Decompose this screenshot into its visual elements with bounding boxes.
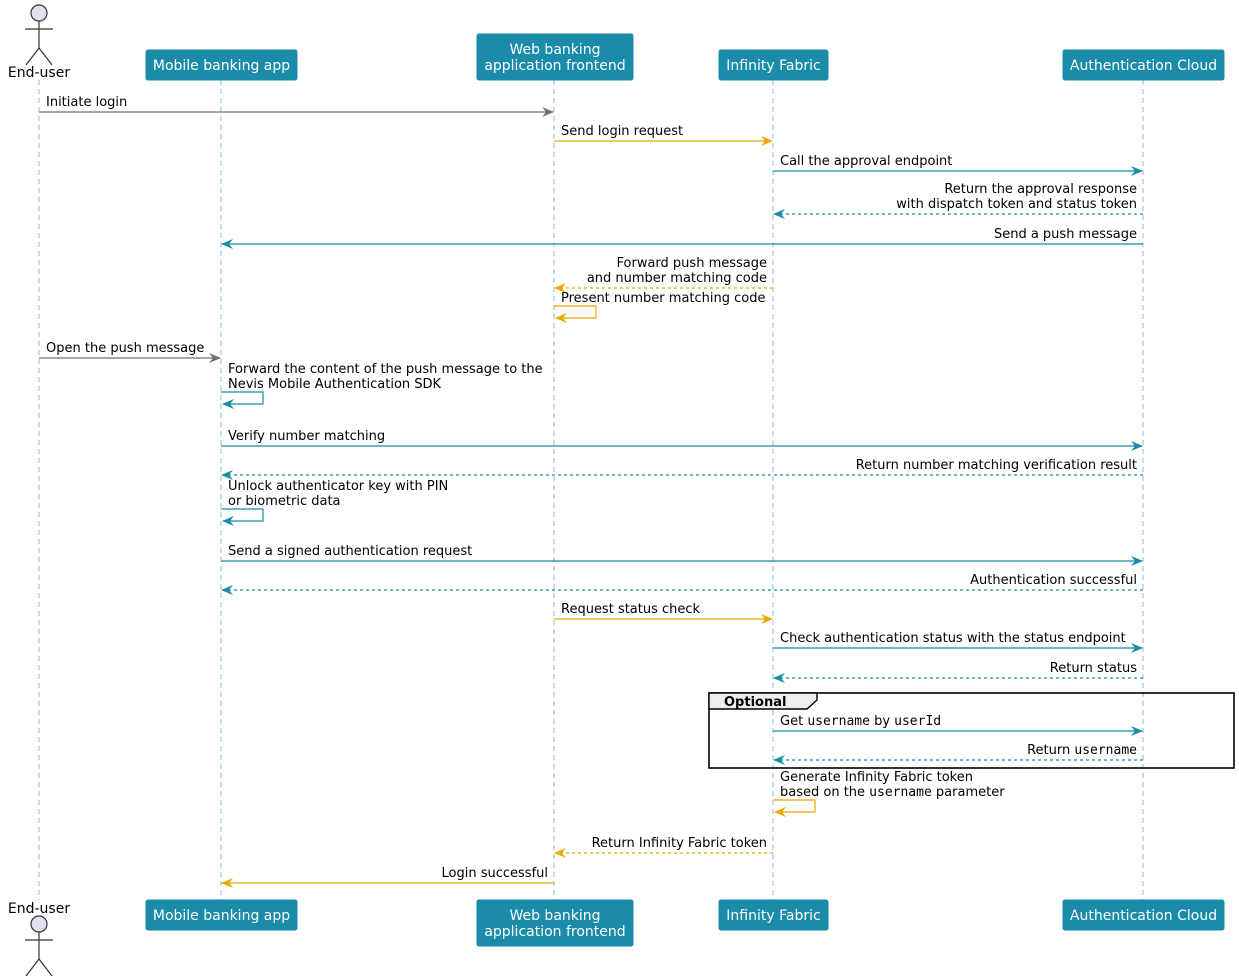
message-label: Generate Infinity Fabric token (780, 770, 973, 785)
message-label: Return username (1027, 743, 1137, 758)
actor-figure-icon (25, 4, 53, 66)
message-label: Forward push message (617, 256, 767, 271)
message-1: Initiate login (39, 95, 554, 117)
message-9: Forward the content of the push message … (221, 362, 543, 409)
participant-box (718, 49, 829, 81)
message-label: Return the approval response (944, 182, 1137, 197)
message-arrow (221, 508, 264, 526)
message-arrow (773, 799, 816, 817)
message-15: Request status check (554, 602, 773, 624)
message-label: Present number matching code (561, 291, 765, 306)
message-label: Unlock authenticator key with PIN (228, 479, 448, 494)
message-arrow (554, 305, 597, 323)
message-label: Check authentication status with the sta… (780, 631, 1126, 646)
message-label: Nevis Mobile Authentication SDK (228, 377, 442, 392)
message-13: Send a signed authentication request (221, 544, 1143, 566)
optional-group-frame: Optional (708, 692, 1235, 769)
message-22: Login successful (221, 866, 554, 888)
participant-user-bottom: End-user (8, 901, 70, 977)
message-label: Get username by userId (780, 714, 941, 729)
participant-auth-top: Authentication Cloud (1062, 49, 1225, 81)
message-21: Return Infinity Fabric token (554, 836, 773, 858)
message-label: Send login request (561, 124, 683, 139)
participant-fabric-bottom: Infinity Fabric (718, 899, 829, 931)
participant-auth-bottom: Authentication Cloud (1062, 899, 1225, 931)
message-18: Get username by userId (773, 714, 1143, 736)
participant-label: End-user (8, 901, 70, 917)
participant-user-top: End-user (8, 4, 70, 81)
group-label: Optional (724, 695, 786, 710)
participant-box (476, 33, 634, 81)
participant-label: Web banking (509, 42, 600, 58)
participant-label: Infinity Fabric (726, 58, 820, 74)
participant-label: Mobile banking app (153, 908, 290, 924)
message-label: Request status check (561, 602, 701, 617)
message-5: Send a push message (221, 227, 1143, 249)
message-14: Authentication successful (221, 573, 1143, 595)
participant-box (718, 899, 829, 931)
participant-box (145, 49, 298, 81)
message-label: based on the username parameter (780, 785, 1005, 800)
message-arrow (221, 391, 264, 409)
participant-label: application frontend (484, 924, 625, 940)
participant-label: End-user (8, 65, 70, 81)
message-17: Return status (773, 661, 1143, 683)
message-label: Initiate login (46, 95, 127, 110)
participant-label: Web banking (509, 908, 600, 924)
participant-fabric-top: Infinity Fabric (718, 49, 829, 81)
message-19: Return username (773, 743, 1143, 765)
message-label: Call the approval endpoint (780, 154, 952, 169)
message-8: Open the push message (39, 341, 221, 363)
message-label: Login successful (442, 866, 548, 881)
participant-box (1062, 899, 1225, 931)
message-label: or biometric data (228, 494, 341, 509)
message-label: Send a signed authentication request (228, 544, 472, 559)
message-label: Forward the content of the push message … (228, 362, 543, 377)
message-label: Send a push message (994, 227, 1137, 242)
participant-label: Authentication Cloud (1070, 908, 1217, 924)
participant-box (1062, 49, 1225, 81)
message-label: Return status (1050, 661, 1137, 676)
message-label: Verify number matching (228, 429, 385, 444)
message-label: Return number matching verification resu… (856, 458, 1137, 473)
message-label: with dispatch token and status token (896, 197, 1137, 212)
participant-mobile-bottom: Mobile banking app (145, 899, 298, 931)
participant-label: Mobile banking app (153, 58, 290, 74)
message-10: Verify number matching (221, 429, 1143, 451)
message-2: Send login request (554, 124, 773, 146)
message-label: Authentication successful (970, 573, 1137, 588)
message-label: Return Infinity Fabric token (592, 836, 767, 851)
participant-box (145, 899, 298, 931)
message-16: Check authentication status with the sta… (773, 631, 1143, 653)
message-label: Open the push message (46, 341, 204, 356)
message-label: and number matching code (587, 271, 767, 286)
participant-label: Infinity Fabric (726, 908, 820, 924)
participant-box (476, 899, 634, 947)
message-3: Call the approval endpoint (773, 154, 1143, 176)
actor-figure-icon (25, 915, 53, 977)
message-11: Return number matching verification resu… (221, 458, 1143, 480)
participant-label: application frontend (484, 58, 625, 74)
participant-mobile-top: Mobile banking app (145, 49, 298, 81)
message-7: Present number matching code (554, 291, 765, 323)
participant-label: Authentication Cloud (1070, 58, 1217, 74)
